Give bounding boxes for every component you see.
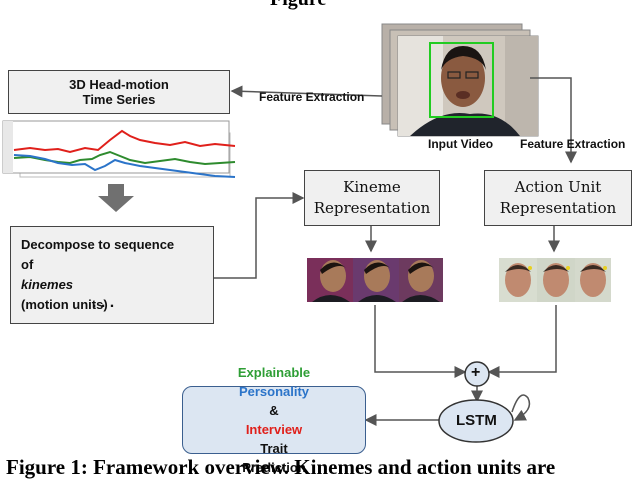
kineme-box-line2: Representation — [313, 199, 431, 217]
prediction-line2: & Interview Trait — [245, 403, 303, 456]
decompose-box: Decompose to sequence of kinemes (motion… — [10, 226, 214, 324]
action-unit-box-line1: Action Unit — [514, 178, 602, 196]
sum-node — [464, 361, 490, 387]
input-video-label: Input Video — [428, 137, 494, 151]
lstm-node — [438, 399, 514, 443]
kineme-face-thumbnails — [307, 258, 443, 302]
feature-extraction-right-label: Feature Extraction — [520, 137, 626, 151]
face-detection-box — [429, 42, 494, 118]
decompose-line2: of kinemes (motion units) — [21, 257, 108, 312]
lstm-label: LSTM — [456, 412, 497, 429]
head-motion-line2: Time Series — [82, 92, 156, 107]
prediction-box: Explainable Personality & Interview Trai… — [182, 365, 366, 475]
head-motion-box: 3D Head-motion Time Series — [8, 70, 230, 114]
feature-extraction-left-label: Feature Extraction — [259, 90, 365, 104]
lstm-recurrent-loop — [511, 394, 531, 421]
top-partial-caption: Figure — [270, 0, 326, 11]
plus-symbol: + — [471, 364, 481, 381]
head-motion-line1: 3D Head-motion — [69, 77, 169, 92]
down-arrow-gray — [98, 184, 134, 212]
figure-caption: Figure 1: Framework overview. Kinemes an… — [6, 455, 556, 479]
prediction-line1: Explainable Personality — [237, 365, 311, 399]
action-unit-box-line2: Representation — [499, 199, 617, 217]
time-series-stack — [2, 120, 236, 178]
ellipsis: . . . — [92, 294, 115, 311]
decompose-line1: Decompose to sequence — [21, 237, 175, 252]
prediction-line3: Prediction — [242, 460, 306, 475]
input-video-frames — [381, 23, 539, 137]
kineme-representation-box: Kineme Representation — [304, 170, 440, 226]
action-unit-face-thumbnails — [499, 258, 611, 302]
action-unit-representation-box: Action Unit Representation — [484, 170, 632, 226]
kineme-box-line1: Kineme — [343, 178, 401, 196]
